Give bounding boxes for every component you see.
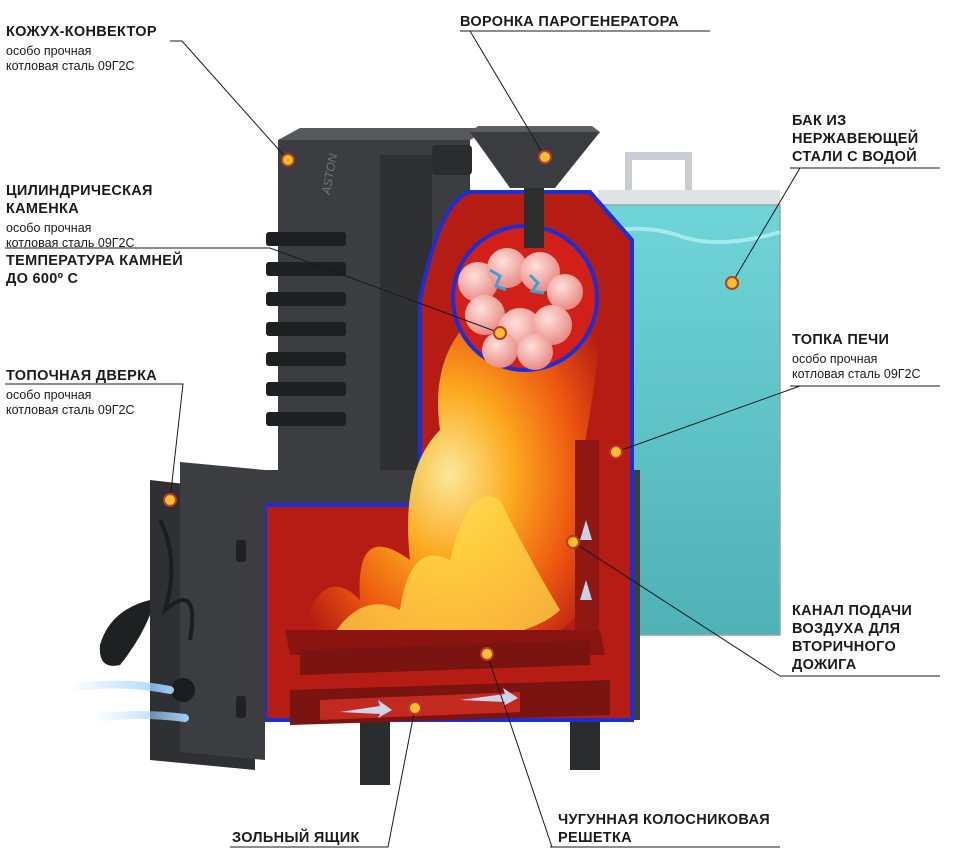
leader-heater [5,247,501,334]
marker-convector [281,153,295,167]
callout-title-line: ТЕМПЕРАТУРА КАМНЕЙ [6,253,183,269]
leader-tank [731,167,940,284]
leader-fire-door [5,383,184,501]
callout-sub-line: особо прочная [6,388,92,402]
leader-air-channel [572,541,940,677]
callout-title-line: ЧУГУННАЯ КОЛОСНИКОВАЯ [558,812,770,828]
callout-title-line: ДО 600º С [6,271,79,287]
callout-title: ТОПКА ПЕЧИ [792,332,890,348]
fire-door [99,462,265,770]
callout-title-line: РЕШЕТКА [558,830,632,846]
callout-air-channel: КАНАЛ ПОДАЧИ ВОЗДУХА ДЛЯ ВТОРИЧНОГО ДОЖИ… [792,602,912,674]
callout-sub-line: особо прочная [6,221,92,235]
marker-air-channel [566,535,580,549]
leader-firebox [615,385,940,453]
callout-title-line: ВТОРИЧНОГО [792,639,897,655]
callout-title-line: КАНАЛ ПОДАЧИ [792,603,913,619]
callout-ash-box: ЗОЛЬНЫЙ ЯЩИК [232,829,360,847]
callout-title: ЗОЛЬНЫЙ ЯЩИК [232,830,360,846]
callout-sub: особо прочная котловая сталь 09Г2С [792,352,921,382]
marker-tank [725,276,739,290]
callout-grate: ЧУГУННАЯ КОЛОСНИКОВАЯ РЕШЕТКА [558,811,770,847]
callout-sub-line: особо прочная [792,352,878,366]
callout-title-line: ВОЗДУХА ДЛЯ [792,621,901,637]
callout-title-line: ЦИЛИНДРИЧЕСКАЯ [6,183,153,199]
callout-sub-line: котловая сталь 09Г2С [792,367,921,381]
callout-firebox: ТОПКА ПЕЧИ особо прочная котловая сталь … [792,331,921,382]
leader-convector [170,40,289,161]
marker-fire-door [163,493,177,507]
callout-title: ТОПОЧНАЯ ДВЕРКА [6,368,158,384]
steam-funnel [470,126,600,248]
callout-steam-funnel: ВОРОНКА ПАРОГЕНЕРАТОРА [460,13,679,31]
marker-ash-box [408,701,422,715]
callout-title-line: НЕРЖАВЕЮЩЕЙ [792,131,919,147]
leader-ash-box [230,707,416,848]
callout-fire-door: ТОПОЧНАЯ ДВЕРКА особо прочная котловая с… [6,367,157,418]
callout-title: ВОРОНКА ПАРОГЕНЕРАТОРА [460,14,680,30]
callout-markers [163,150,739,715]
marker-firebox [609,445,623,459]
callout-sub: особо прочная котловая сталь 09Г2С [6,388,157,418]
callout-convector: КОЖУХ-КОНВЕКТОР особо прочная котловая с… [6,23,157,74]
marker-funnel [538,150,552,164]
callout-sub-line: котловая сталь 09Г2С [6,236,135,250]
air-inflow [66,680,189,722]
leader-funnel [460,30,710,158]
marker-grate [480,647,494,661]
marker-heater [493,326,507,340]
callout-stone-temp: ТЕМПЕРАТУРА КАМНЕЙ ДО 600º С [6,252,183,288]
leader-lines [5,30,940,848]
cylindrical-heater [451,224,599,372]
callout-tank: БАК ИЗ НЕРЖАВЕЮЩЕЙ СТАЛИ С ВОДОЙ [792,112,918,166]
callout-title: КОЖУХ-КОНВЕКТОР [6,24,157,40]
callout-sub-line: котловая сталь 09Г2С [6,59,135,73]
callout-title-line: ДОЖИГА [792,657,857,673]
callout-title-line: БАК ИЗ [792,113,847,129]
callout-sub: особо прочная котловая сталь 09Г2С [6,44,157,74]
leader-grate [486,653,780,848]
callout-sub: особо прочная котловая сталь 09Г2С [6,221,153,251]
callout-heater: ЦИЛИНДРИЧЕСКАЯ КАМЕНКА особо прочная кот… [6,182,153,251]
callout-sub-line: котловая сталь 09Г2С [6,403,135,417]
callout-sub-line: особо прочная [6,44,92,58]
callout-title-line: СТАЛИ С ВОДОЙ [792,149,917,165]
callout-title-line: КАМЕНКА [6,201,79,217]
